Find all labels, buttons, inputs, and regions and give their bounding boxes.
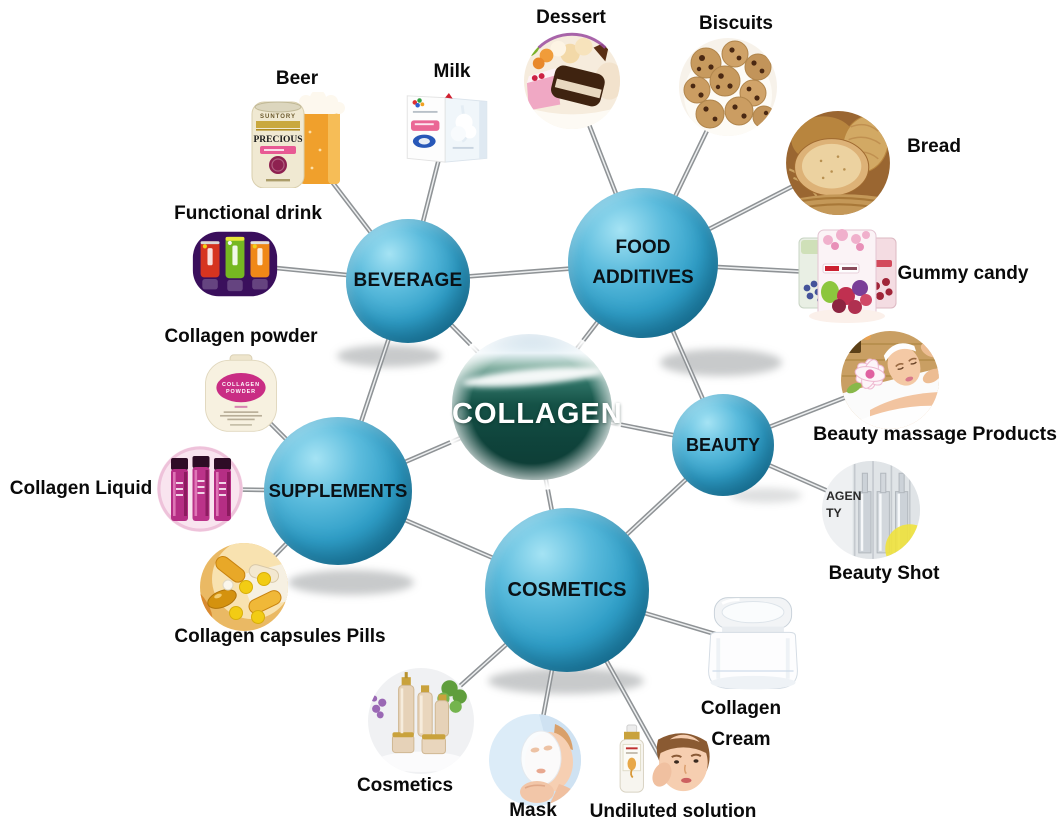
collagen-liquid-image (157, 446, 243, 532)
svg-text:PRECIOUS: PRECIOUS (253, 135, 302, 145)
collagen-center-label: COLLAGEN (452, 398, 623, 431)
beer-label: Beer (275, 68, 319, 89)
cosmetic-bottles-photo (368, 668, 474, 774)
milk-image (403, 92, 491, 164)
chocolate-chip-cookies-photo (679, 38, 777, 136)
collagen-center-node: COLLAGEN (442, 324, 623, 490)
functional-drink-image (192, 229, 278, 299)
category-beverage: BEVERAGE (346, 219, 470, 343)
collagen-cream-label: Collagen Cream (700, 698, 782, 750)
glass-ampoules-photo: AGEN TY (822, 461, 920, 559)
assorted-cakes-photo (523, 32, 621, 130)
beverage-shadow (337, 345, 441, 367)
sheet-mask-face-photo (489, 714, 581, 806)
gummy-candy-packages (798, 229, 897, 323)
svg-text:AGEN: AGEN (826, 489, 862, 503)
biscuits-label: Biscuits (699, 13, 773, 34)
supplements-label: SUPPLEMENTS (268, 480, 408, 501)
category-beauty: BEAUTY (672, 394, 774, 496)
facial-massage-spa-photo (841, 331, 939, 429)
biscuits-image (678, 37, 778, 137)
capsules-and-pills-photo (200, 543, 288, 631)
collagen-capsules-label: Collagen capsules Pills (174, 626, 386, 647)
milk-carton (406, 92, 488, 163)
three-drink-cans (192, 231, 278, 297)
cosmetics-products-label: Cosmetics (356, 775, 454, 796)
svg-text:COLLAGEN: COLLAGEN (222, 382, 260, 388)
beauty-massage-label: Beauty massage Products (813, 423, 1057, 445)
food-additives-label: FOOD ADDITIVES (592, 237, 694, 288)
collagen-powder-image: COLLAGEN POWDER (200, 353, 282, 435)
milk-label: Milk (433, 61, 471, 82)
beauty-shot-image: AGEN TY (822, 461, 920, 559)
undiluted-solution-image (607, 724, 713, 796)
supplements-shadow (288, 570, 414, 595)
beer-can-and-glass: SUNTORY PRECIOUS (251, 90, 345, 189)
collagen-cream-image (697, 593, 809, 695)
beauty-label: BEAUTY (685, 434, 760, 455)
beverage-label: BEVERAGE (353, 270, 463, 291)
svg-text:SUNTORY: SUNTORY (260, 114, 296, 120)
mask-label: Mask (509, 800, 557, 821)
serum-bottle-and-face (619, 724, 710, 793)
collagen-drink-bottles (157, 446, 243, 532)
collagen-powder-label: Collagen powder (164, 326, 318, 347)
beauty-shadow (730, 488, 802, 503)
category-supplements: SUPPLEMENTS (264, 417, 412, 565)
white-cream-jar (708, 597, 798, 690)
bread-slices-photo (786, 111, 890, 215)
bread-label: Bread (907, 136, 961, 157)
category-cosmetics: COSMETICS (485, 508, 649, 672)
bread-image (785, 110, 891, 216)
beauty-shot-label: Beauty Shot (828, 563, 940, 584)
category-food-additives: FOOD ADDITIVES (568, 188, 718, 338)
svg-text:POWDER: POWDER (226, 389, 256, 395)
cosmetics-bottles-image (368, 668, 474, 774)
functional-drink-label: Functional drink (174, 203, 322, 224)
powder-jar: COLLAGEN POWDER (205, 354, 277, 432)
beauty-massage-image (840, 330, 940, 430)
cosmetics-label: COSMETICS (507, 578, 627, 601)
svg-text:TY: TY (826, 506, 842, 520)
collagen-capsules-image (200, 543, 288, 631)
dessert-label: Dessert (536, 7, 606, 28)
mask-image (489, 714, 581, 806)
gummy-candy-label: Gummy candy (897, 263, 1029, 284)
dessert-image (523, 32, 621, 130)
gummy-candy-image (798, 226, 897, 323)
beer-image: SUNTORY PRECIOUS (247, 90, 349, 189)
undiluted-solution-label: Undiluted solution (589, 801, 757, 822)
collagen-liquid-label: Collagen Liquid (9, 478, 153, 499)
